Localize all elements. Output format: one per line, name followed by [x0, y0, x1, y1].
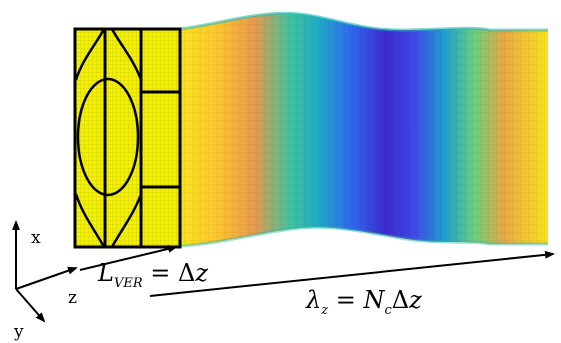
z-axis-label: z [68, 288, 77, 308]
lambda-z-label: λz = NcΔz [305, 286, 422, 318]
unit-cell [73, 27, 182, 249]
fiber-top-left [74, 28, 106, 81]
y-axis-label: y [13, 322, 24, 342]
unit-cell-outline [73, 27, 182, 249]
fiber-center [76, 77, 140, 197]
l-ver-subscript: VER [114, 276, 143, 291]
l-ver-relation: = Δ [143, 259, 196, 287]
fiber-bottom-left [74, 193, 106, 248]
wave-surface-mesh [180, 13, 548, 246]
l-ver-arrow [79, 244, 178, 271]
fiber-outlines [74, 28, 143, 248]
l-ver-symbol: L [97, 259, 114, 287]
lambda-rhs-subscript: c [384, 303, 392, 318]
lambda-rhs-symbol: N [362, 286, 385, 314]
lambda-subscript: z [320, 303, 328, 318]
wave-surface [179, 11, 548, 248]
z-axis-arrow [15, 266, 78, 290]
lambda-z-arrow [149, 250, 555, 297]
fiber-top-right [110, 28, 143, 81]
l-ver-label: LVER = Δz [97, 259, 208, 291]
lambda-symbol: λ [305, 286, 321, 314]
unit-cell-border [73, 27, 182, 249]
fiber-bottom-right [110, 193, 143, 248]
l-ver-variable: z [194, 259, 208, 287]
x-axis-label: x [31, 228, 41, 248]
wave-top-edge-highlight [179, 11, 548, 32]
lambda-rhs-variable: z [408, 286, 422, 314]
unit-cell-face [75, 29, 180, 247]
lambda-rhs-delta: Δ [392, 286, 409, 314]
coordinate-axes [12, 220, 78, 323]
y-axis-arrow [15, 288, 46, 323]
lambda-relation: = [328, 286, 363, 314]
wave-bottom-edge-highlight [179, 225, 548, 248]
